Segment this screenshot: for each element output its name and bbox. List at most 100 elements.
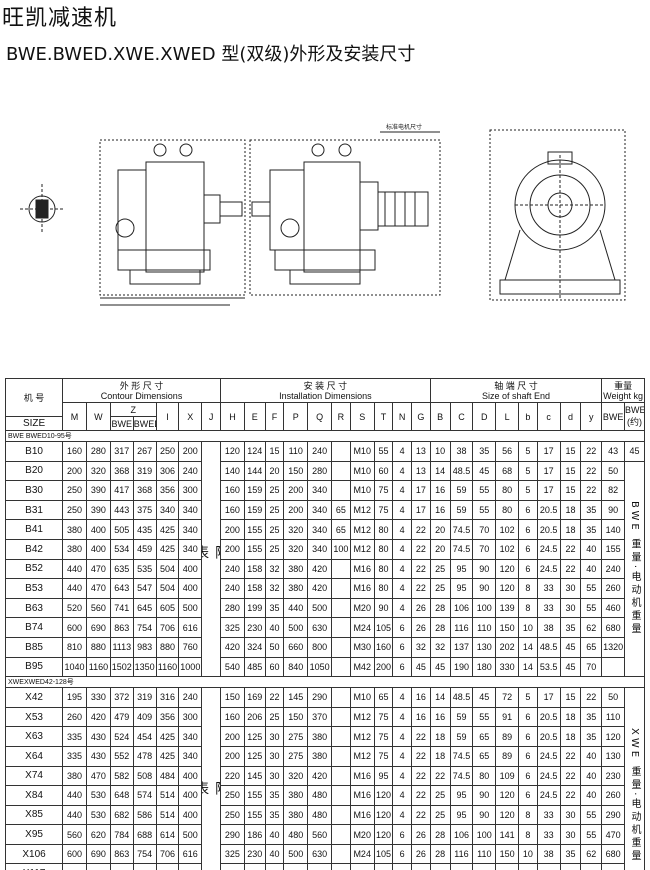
cell [331,726,351,747]
cell: 863 [109,617,134,638]
cell: 200 [283,480,309,501]
motor-note: 标准电机尺寸 [386,123,422,131]
cell: 560 [85,597,111,619]
cell: 4 [392,519,413,540]
cell: 22 [580,687,603,708]
cell [331,765,351,787]
cell: 425 [155,745,180,767]
cell: 505 [109,519,134,540]
cell: 90 [472,785,497,806]
cell: 30 [559,824,582,845]
cell: 40 [580,558,603,580]
cell: 195 [62,687,87,708]
cell: 425 [155,538,180,560]
col-T: T [373,402,394,431]
cell: 95 [449,785,474,806]
cell: 375 [132,499,157,521]
col-D: D [472,402,497,431]
cell: 45 [624,441,645,462]
cell: M20 [349,824,375,845]
cell: 200 [178,441,203,462]
cell: 35 [559,617,582,638]
cell: 4 [392,558,413,580]
cell: 409 [132,706,157,728]
cell: 55 [580,578,603,599]
cell: 454 [132,726,157,747]
cell: 80 [373,558,394,580]
cell: 880 [85,636,111,658]
cell: 28 [429,617,451,638]
cell: 440 [62,785,87,806]
cell: 80 [495,480,520,501]
cell: 80 [373,538,394,560]
cell: 630 [307,843,333,865]
cell: 13 [411,441,431,462]
cell: 18 [429,745,451,767]
cell: 22 [580,460,603,482]
cell: 75 [373,726,394,747]
cell [331,636,351,658]
cell: 616 [178,617,203,638]
cell: 141 [495,824,520,845]
model-cell: B53 [4,578,64,599]
cell: 158 [243,578,266,599]
cell: 240 [178,687,203,708]
cell: 1050 [307,656,333,678]
col-Z: Z [109,402,157,417]
reducer-outline-drawings: 标准电机尺寸 [20,123,626,306]
cell: 60 [264,656,285,678]
cell: 540 [220,656,245,678]
cell: 690 [85,843,111,865]
cell: 160 [373,636,394,658]
cell: 317 [109,441,134,462]
cell: 260 [601,578,626,599]
cell: 983 [132,636,157,658]
cell: 145 [243,765,266,787]
cell: 26 [411,617,431,638]
cell: 5 [518,480,538,501]
cell: 22 [411,785,431,806]
cell: 90 [472,578,497,599]
cell: 340 [178,745,203,767]
cell: 500 [178,597,203,619]
cell: 14 [518,656,538,678]
cell: 65 [472,726,497,747]
cell: 1320 [601,636,626,658]
cell [331,706,351,728]
cell: 130 [472,636,497,658]
cell: 120 [495,558,520,580]
cell: 102 [495,519,520,540]
cell: 55 [472,706,497,728]
cell: 33 [536,804,561,826]
model-cell: B52 [4,558,64,580]
cell: 202 [495,636,520,658]
cell: 340 [307,499,333,521]
cell: 20 [429,538,451,560]
cell: 45 [472,687,497,708]
cell: 240 [178,460,203,482]
col-H: H [220,402,245,431]
cell: 6 [392,636,413,658]
cell: 335 [62,726,87,747]
cell: 440 [283,597,309,619]
cell: 70 [472,538,497,560]
cell: 169 [243,687,266,708]
cell: 5 [518,441,538,462]
cell: 4 [392,804,413,826]
cell: 90 [472,558,497,580]
cell: 95 [449,578,474,599]
cell: 48.5 [536,636,561,658]
cell: 74.5 [449,519,474,540]
cell: 6 [392,824,413,845]
cell: 68 [495,460,520,482]
cell: M12 [349,745,375,767]
cell: 14 [518,636,538,658]
cell: 22 [411,804,431,826]
cell: 155 [243,804,266,826]
cell: 485 [243,656,266,678]
cell: 316 [155,687,180,708]
